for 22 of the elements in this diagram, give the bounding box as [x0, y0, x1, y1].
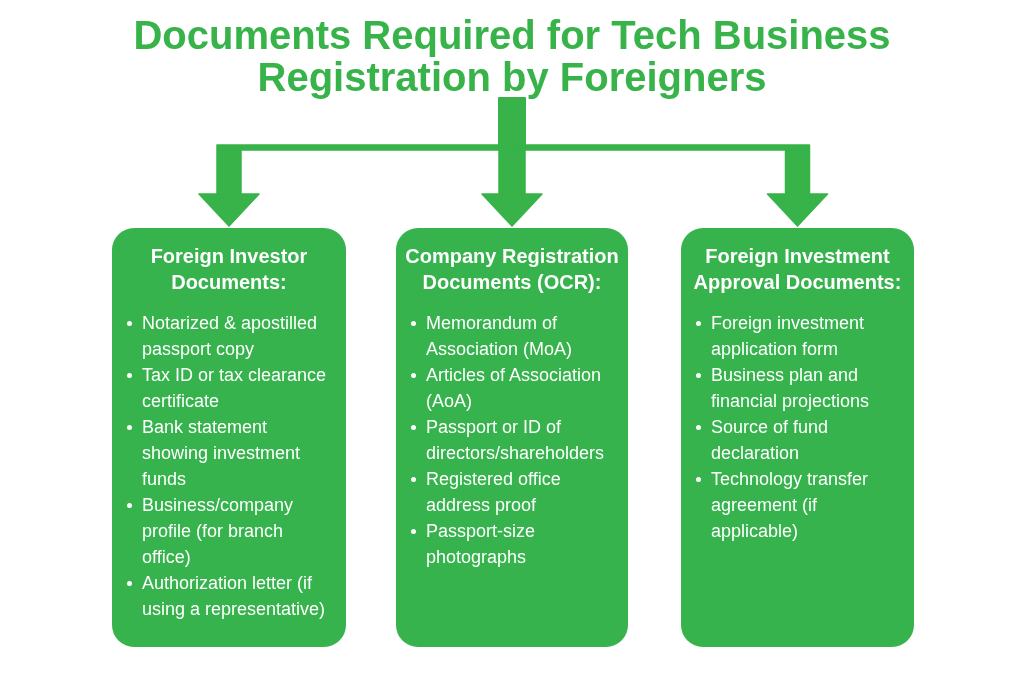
- card-heading: Company Registration Documents (OCR):: [404, 244, 620, 295]
- rounded-card: [396, 228, 628, 647]
- list-item: Registered office address proof: [426, 468, 562, 517]
- diagram-title: Documents Required for Tech Business Registration by Foreigners: [127, 14, 897, 98]
- list-item: Source of fund declaration: [711, 416, 830, 465]
- list-item: Notarized & apostilled passport copy: [142, 312, 319, 361]
- list-item: Memorandum of Association (MoA): [426, 312, 574, 361]
- list-item: Technology transfer agreement (if applicable): [711, 468, 870, 543]
- list-item: Tax ID or tax clearance certificate: [142, 364, 328, 413]
- list-item: Authorization letter (if using a representative): [142, 572, 327, 621]
- list-item: Passport-size photographs: [426, 520, 537, 569]
- rounded-card: [112, 228, 346, 647]
- list-item: Passport or ID of directors/shareholders: [426, 416, 606, 465]
- card-heading: Foreign Investment Approval Documents:: [692, 244, 903, 295]
- card-heading: Foreign Investor Documents:: [149, 244, 309, 295]
- list-item: Bank statement showing investment funds: [142, 416, 302, 491]
- list-item: Articles of Association (AoA): [426, 364, 603, 413]
- rounded-card: [681, 228, 914, 647]
- arrow: [498, 97, 829, 227]
- list-item: Foreign investment application form: [711, 312, 866, 361]
- list-item: Business plan and financial projections: [711, 364, 871, 413]
- list-item: Business/company profile (for branch office): [142, 494, 295, 569]
